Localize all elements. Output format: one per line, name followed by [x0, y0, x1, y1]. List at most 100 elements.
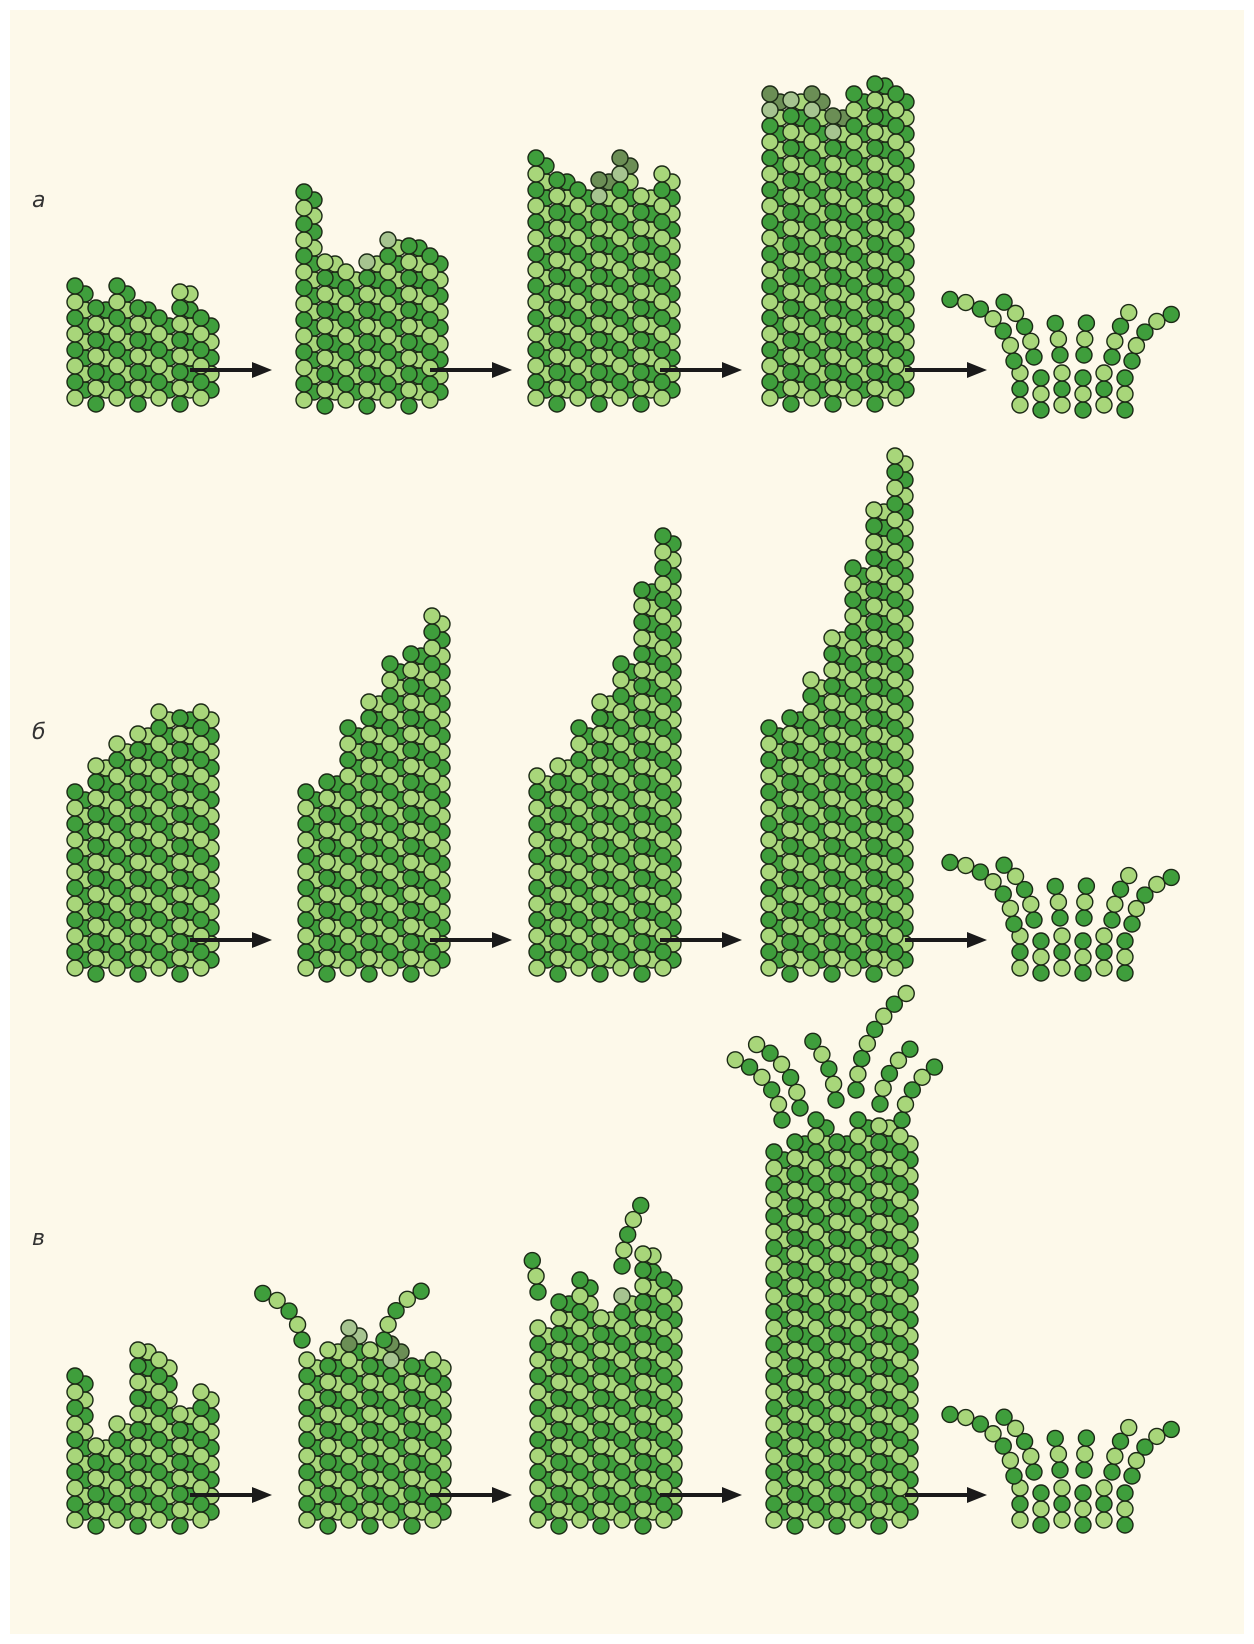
tubulin-subunit — [359, 334, 375, 350]
tubulin-subunit — [846, 278, 862, 294]
tubulin-subunit — [829, 1310, 845, 1326]
tubulin-subunit — [151, 310, 167, 326]
tubulin-subunit — [299, 1480, 315, 1496]
tubulin-subunit — [850, 1192, 866, 1208]
tubulin-subunit — [655, 576, 671, 592]
tubulin-subunit — [829, 1486, 845, 1502]
tubulin-subunit — [529, 832, 545, 848]
tubulin-subunit — [845, 832, 861, 848]
tubulin-subunit — [359, 366, 375, 382]
tubulin-subunit — [803, 960, 819, 976]
tubulin-subunit — [193, 816, 209, 832]
tubulin-subunit — [403, 854, 419, 870]
tubulin-subunit — [1075, 1485, 1091, 1501]
tubulin-subunit — [613, 896, 629, 912]
tubulin-subunit — [866, 518, 882, 534]
tubulin-subunit — [845, 592, 861, 608]
tubulin-subunit — [1050, 331, 1066, 347]
arrow-a-4 — [905, 362, 987, 378]
tubulin-subunit — [612, 198, 628, 214]
tubulin-subunit — [805, 1033, 821, 1049]
tubulin-subunit — [867, 156, 883, 172]
tubulin-subunit — [850, 1304, 866, 1320]
tubulin-subunit — [782, 822, 798, 838]
tubulin-subunit — [787, 1502, 803, 1518]
tubulin-subunit — [172, 380, 188, 396]
tubulin-subunit — [866, 934, 882, 950]
tubulin-subunit — [612, 326, 628, 342]
tubulin-subunit — [871, 1518, 887, 1534]
tubulin-subunit — [570, 358, 586, 374]
tubulin-subunit — [829, 1278, 845, 1294]
tubulin-subunit — [341, 1320, 357, 1336]
tubulin-subunit — [592, 870, 608, 886]
tubulin-subunit — [824, 854, 840, 870]
tubulin-subunit — [850, 1336, 866, 1352]
tubulin-subunit — [996, 1409, 1012, 1425]
tubulin-subunit — [592, 886, 608, 902]
tubulin-subunit — [269, 1292, 285, 1308]
tubulin-subunit — [824, 870, 840, 886]
tubulin-subunit — [296, 360, 312, 376]
tubulin-subunit — [803, 688, 819, 704]
tubulin-subunit — [572, 1368, 588, 1384]
tubulin-subunit — [850, 1480, 866, 1496]
tubulin-subunit — [422, 312, 438, 328]
tubulin-subunit — [571, 816, 587, 832]
tubulin-subunit — [362, 1454, 378, 1470]
tubulin-subunit — [1117, 933, 1133, 949]
tubulin-subunit — [655, 640, 671, 656]
tubulin-subunit — [902, 1041, 918, 1057]
tubulin-subunit — [130, 1374, 146, 1390]
tubulin-subunit — [298, 864, 314, 880]
tubulin-subunit — [298, 896, 314, 912]
tubulin-subunit — [299, 1448, 315, 1464]
tubulin-subunit — [1026, 349, 1042, 365]
tubulin-subunit — [655, 784, 671, 800]
tubulin-subunit — [892, 1240, 908, 1256]
tubulin-subunit — [593, 1422, 609, 1438]
tubulin-subunit — [172, 726, 188, 742]
tubulin-subunit — [1096, 944, 1112, 960]
tubulin-subunit — [1107, 1448, 1123, 1464]
tubulin-subunit — [783, 204, 799, 220]
tubulin-subunit — [867, 364, 883, 380]
tubulin-subunit — [425, 1400, 441, 1416]
tubulin-subunit — [299, 1384, 315, 1400]
tubulin-subunit — [782, 934, 798, 950]
tubulin-subunit — [614, 1448, 630, 1464]
tubulin-subunit — [887, 880, 903, 896]
tubulin-subunit — [867, 316, 883, 332]
tubulin-subunit — [866, 710, 882, 726]
tubulin-subunit — [867, 380, 883, 396]
tubulin-subunit — [825, 396, 841, 412]
tubulin-subunit — [804, 166, 820, 182]
tubulin-subunit — [130, 300, 146, 316]
tubulin-subunit — [338, 264, 354, 280]
tubulin-subunit — [317, 398, 333, 414]
tubulin-subunit — [1121, 305, 1137, 321]
tubulin-subunit — [550, 966, 566, 982]
tubulin-subunit — [1078, 878, 1094, 894]
tubulin-subunit — [549, 204, 565, 220]
tubulin-subunit — [592, 966, 608, 982]
tubulin-subunit — [634, 886, 650, 902]
tubulin-subunit — [361, 822, 377, 838]
tubulin-subunit — [613, 784, 629, 800]
tubulin-subunit — [635, 1294, 651, 1310]
tubulin-subunit — [172, 364, 188, 380]
tubulin-subunit — [866, 598, 882, 614]
tubulin-subunit — [829, 1230, 845, 1246]
tubulin-subunit — [620, 1227, 636, 1243]
tubulin-subunit — [787, 1438, 803, 1454]
tubulin-subunit — [1096, 1496, 1112, 1512]
tubulin-subunit — [109, 1496, 125, 1512]
tubulin-subunit — [803, 864, 819, 880]
tubulin-subunit — [787, 1390, 803, 1406]
tubulin-subunit — [298, 784, 314, 800]
tubulin-subunit — [319, 918, 335, 934]
tubulin-subunit — [850, 1066, 866, 1082]
tubulin-subunit — [783, 316, 799, 332]
tubulin-subunit — [549, 332, 565, 348]
tubulin-subunit — [109, 928, 125, 944]
